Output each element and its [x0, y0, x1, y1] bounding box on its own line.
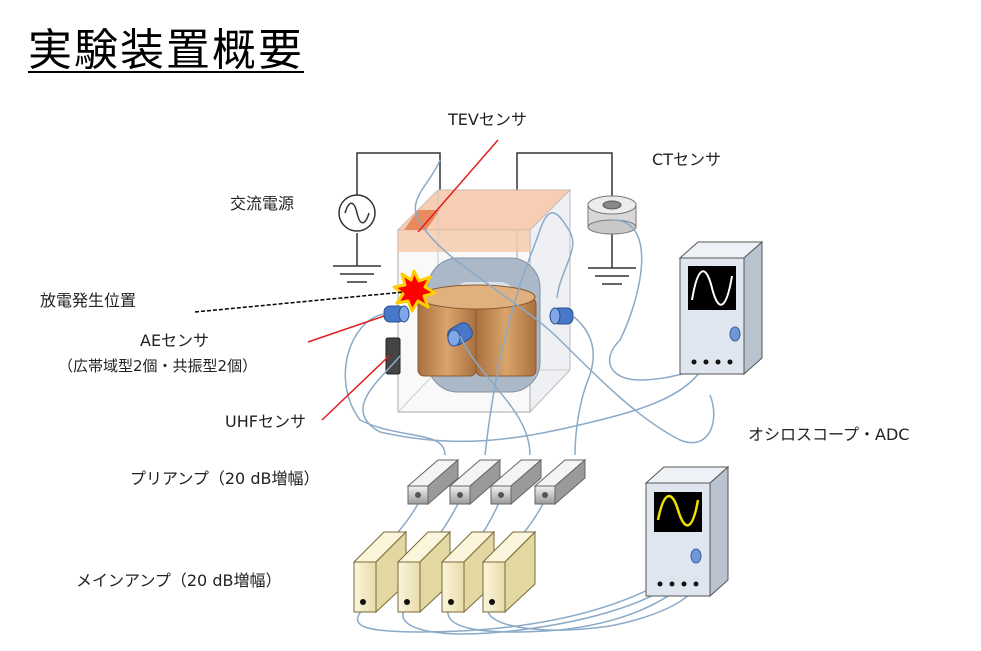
main-amp-label: メインアンプ（20 dB増幅）: [76, 571, 282, 590]
ae-sensor: [383, 305, 410, 323]
page-title: 実験装置概要: [28, 25, 304, 76]
ground-symbol: [588, 267, 636, 285]
ct-sensor-label: CTセンサ: [652, 150, 721, 169]
uhf-sensor-label: UHFセンサ: [225, 412, 306, 431]
oscilloscope-upper: [678, 240, 764, 376]
tev-sensor-label: TEVセンサ: [448, 110, 527, 129]
preamp: [489, 458, 543, 506]
signal-cables: [344, 159, 721, 635]
oscilloscope-adc-label: オシロスコープ・ADC: [748, 425, 910, 444]
ae-sensor: [447, 322, 473, 347]
main-amp: [352, 530, 408, 614]
ae-sensor: [549, 307, 574, 325]
preamp: [533, 458, 587, 506]
ct-sensor: [587, 195, 637, 235]
main-amp: [440, 530, 496, 614]
oscilloscope-lower: [644, 465, 730, 598]
discharge-spark-icon: [392, 269, 437, 313]
ground-symbol: [333, 265, 381, 283]
discharge-location-label: 放電発生位置: [40, 291, 137, 310]
main-amp: [481, 530, 537, 614]
preamp: [406, 458, 460, 506]
pointer-lines: [307, 139, 499, 421]
ae-sensor-note-label: （広帯域型2個・共振型2個）: [58, 357, 258, 375]
main-amp: [396, 530, 452, 614]
ac-power-source: [338, 194, 376, 232]
ae-sensor-label: AEセンサ: [140, 331, 210, 350]
preamp: [448, 458, 502, 506]
discharge-pointer-line: [194, 291, 405, 313]
transformer-winding: [417, 284, 537, 377]
preamp-label: プリアンプ（20 dB増幅）: [130, 469, 320, 488]
ac-power-label: 交流電源: [230, 194, 295, 213]
